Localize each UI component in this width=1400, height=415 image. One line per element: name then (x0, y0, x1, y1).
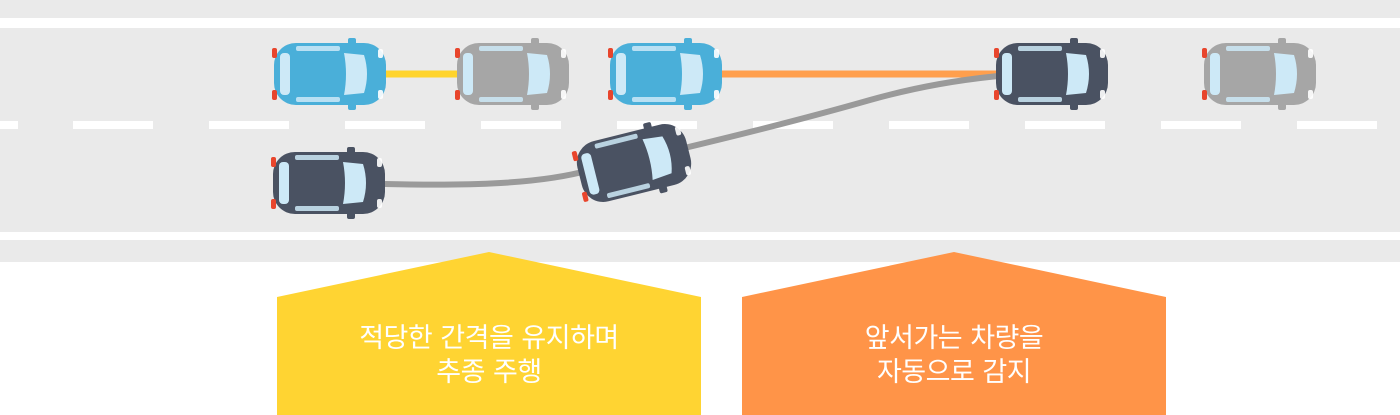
cars-layer (271, 38, 1316, 219)
car-icon (272, 38, 386, 110)
callout-auto-detect-text: 앞서가는 차량을 자동으로 감지 (742, 322, 1166, 390)
callout-keep-distance-line-2: 추종 주행 (436, 357, 542, 388)
road-bottom-strip (0, 240, 1400, 262)
lane-divider (0, 121, 1377, 129)
car-icon (1202, 38, 1316, 110)
car-icon (455, 38, 569, 110)
lane-change-path (384, 73, 999, 188)
callout-keep-distance-text: 적당한 간격을 유지하며 추종 주행 (277, 322, 701, 390)
car-icon (608, 38, 722, 110)
car-icon (571, 122, 692, 202)
callout-keep-distance-line-1: 적당한 간격을 유지하며 (359, 323, 619, 354)
callout-auto-detect (742, 252, 1166, 415)
callout-keep-distance (277, 252, 701, 415)
callout-auto-detect-line-2: 자동으로 감지 (876, 357, 1032, 388)
car-icon (271, 147, 385, 219)
car-icon (994, 38, 1108, 110)
road-top-strip (0, 0, 1400, 18)
callout-auto-detect-line-1: 앞서가는 차량을 (864, 323, 1044, 354)
